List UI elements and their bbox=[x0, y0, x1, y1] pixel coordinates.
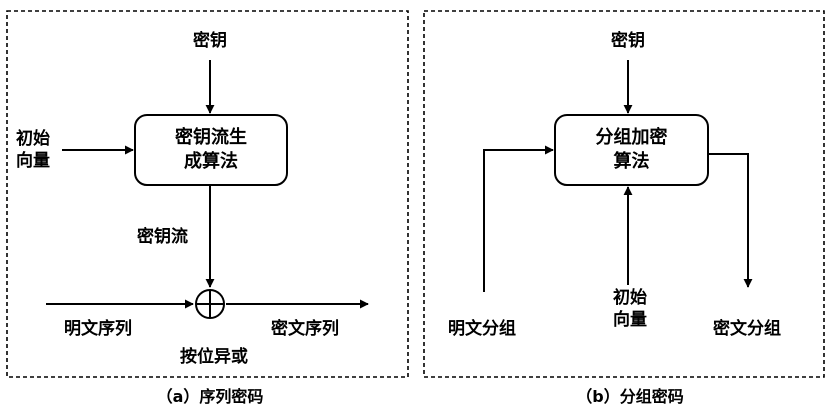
xor-label: 按位异或 bbox=[180, 347, 248, 367]
block-cipher-line2: 算法 bbox=[613, 151, 650, 172]
panel-b-iv-line2: 向量 bbox=[613, 310, 647, 330]
keystream-generator-line1: 密钥流生 bbox=[175, 127, 247, 148]
panel-a-iv-label: 初始 向量 bbox=[16, 128, 50, 172]
panel-b-iv-line1: 初始 bbox=[613, 288, 647, 308]
plaintext-arrow-b bbox=[483, 145, 554, 292]
panel-b-iv-label: 初始 向量 bbox=[613, 287, 647, 331]
block-cipher-label: 分组加密 算法 bbox=[555, 126, 708, 174]
panel-a-frame bbox=[6, 10, 409, 378]
panel-a-key-label: 密钥 bbox=[193, 31, 227, 51]
panel-a-iv-line2: 向量 bbox=[16, 151, 50, 171]
panel-b-frame bbox=[423, 10, 825, 378]
ciphertext-arrow-b bbox=[708, 153, 753, 288]
keystream-generator-label: 密钥流生 成算法 bbox=[135, 126, 287, 174]
panel-b-caption: （b）分组密码 bbox=[576, 387, 684, 406]
xor-symbol-icon bbox=[195, 289, 225, 319]
panel-a-iv-line1: 初始 bbox=[16, 129, 50, 149]
panel-a-caption: （a）序列密码 bbox=[156, 387, 264, 406]
block-cipher-box bbox=[554, 114, 709, 186]
keystream-generator-line2: 成算法 bbox=[184, 151, 238, 172]
block-cipher-line1: 分组加密 bbox=[595, 127, 668, 148]
panel-b-key-label: 密钥 bbox=[611, 31, 645, 51]
panel-b-ciphertext-label: 密文分组 bbox=[713, 319, 781, 339]
keystream-label: 密钥流 bbox=[137, 227, 188, 247]
panel-a-ciphertext-label: 密文序列 bbox=[271, 319, 339, 339]
panel-a-plaintext-label: 明文序列 bbox=[64, 319, 132, 339]
panel-b-plaintext-label: 明文分组 bbox=[448, 319, 516, 339]
